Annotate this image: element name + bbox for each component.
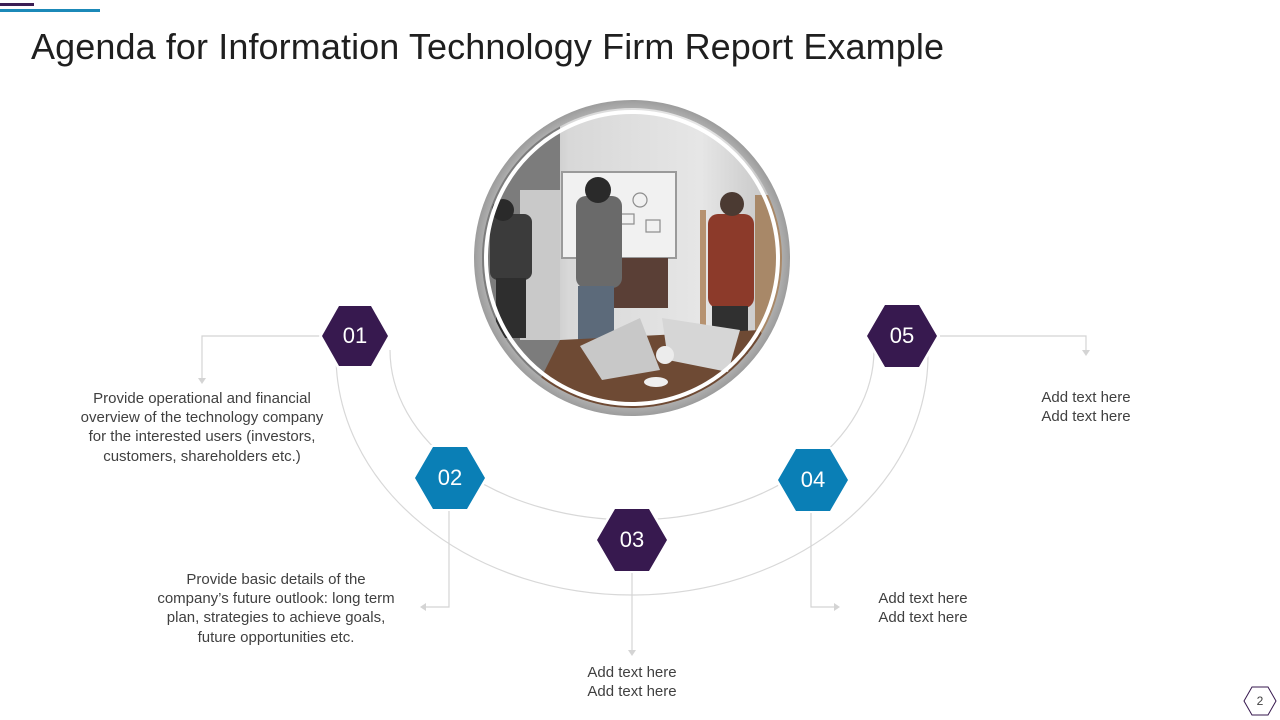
- agenda-number-04: 04: [800, 467, 826, 492]
- agenda-item-03-line: Add text here: [587, 683, 677, 701]
- agenda-item-02-line: Provide basic details of the: [186, 571, 366, 588]
- agenda-number-03: 03: [619, 527, 645, 552]
- agenda-item-01-line: overview of the technology company: [80, 409, 324, 427]
- agenda-item-01-line: customers, shareholders etc.): [103, 447, 301, 465]
- agenda-item-04-line: Add text here: [878, 609, 968, 627]
- agenda-item-04-line: Add text here: [878, 590, 968, 607]
- page-number: 2: [1256, 694, 1264, 708]
- agenda-item-02-line: plan, strategies to achieve goals,: [166, 609, 386, 627]
- office-meeting-photo: [474, 100, 790, 416]
- title-accent-bar-light: [0, 9, 100, 12]
- hexagon-04-icon: [775, 447, 851, 513]
- agenda-item-05-text: Add text here Add text here: [1016, 388, 1156, 426]
- agenda-item-04-text: Add text here Add text here: [853, 589, 993, 627]
- agenda-item-01-line: Provide operational and financial: [93, 390, 311, 407]
- agenda-item-02-line: company’s future outlook: long term: [157, 590, 395, 608]
- connector-lines: [201, 335, 1087, 652]
- agenda-number-01: 01: [342, 323, 368, 348]
- agenda-number-05: 05: [889, 323, 915, 348]
- agenda-item-03-text: Add text here Add text here: [562, 663, 702, 701]
- agenda-item-02-line: future opportunities etc.: [197, 628, 355, 646]
- agenda-number-02: 02: [437, 465, 463, 490]
- agenda-item-05-line: Add text here: [1041, 389, 1131, 406]
- connector-arrowheads: [198, 350, 1090, 656]
- agenda-item-01-line: for the interested users (investors,: [88, 428, 316, 446]
- agenda-item-02-text: Provide basic details of the company’s f…: [136, 570, 416, 647]
- agenda-item-03-line: Add text here: [587, 664, 677, 681]
- hexagon-05-icon: [864, 303, 940, 369]
- title-accent-bar-dark: [0, 3, 34, 6]
- hexagon-01-icon: [319, 304, 391, 368]
- hexagon-03-icon: [594, 507, 670, 573]
- page-title: Agenda for Information Technology Firm R…: [31, 26, 945, 67]
- page-number-hexagon-icon: [1243, 686, 1277, 716]
- agenda-item-01-text: Provide operational and financial overvi…: [62, 389, 342, 466]
- hexagon-02-icon: [412, 445, 488, 511]
- agenda-item-05-line: Add text here: [1041, 408, 1131, 426]
